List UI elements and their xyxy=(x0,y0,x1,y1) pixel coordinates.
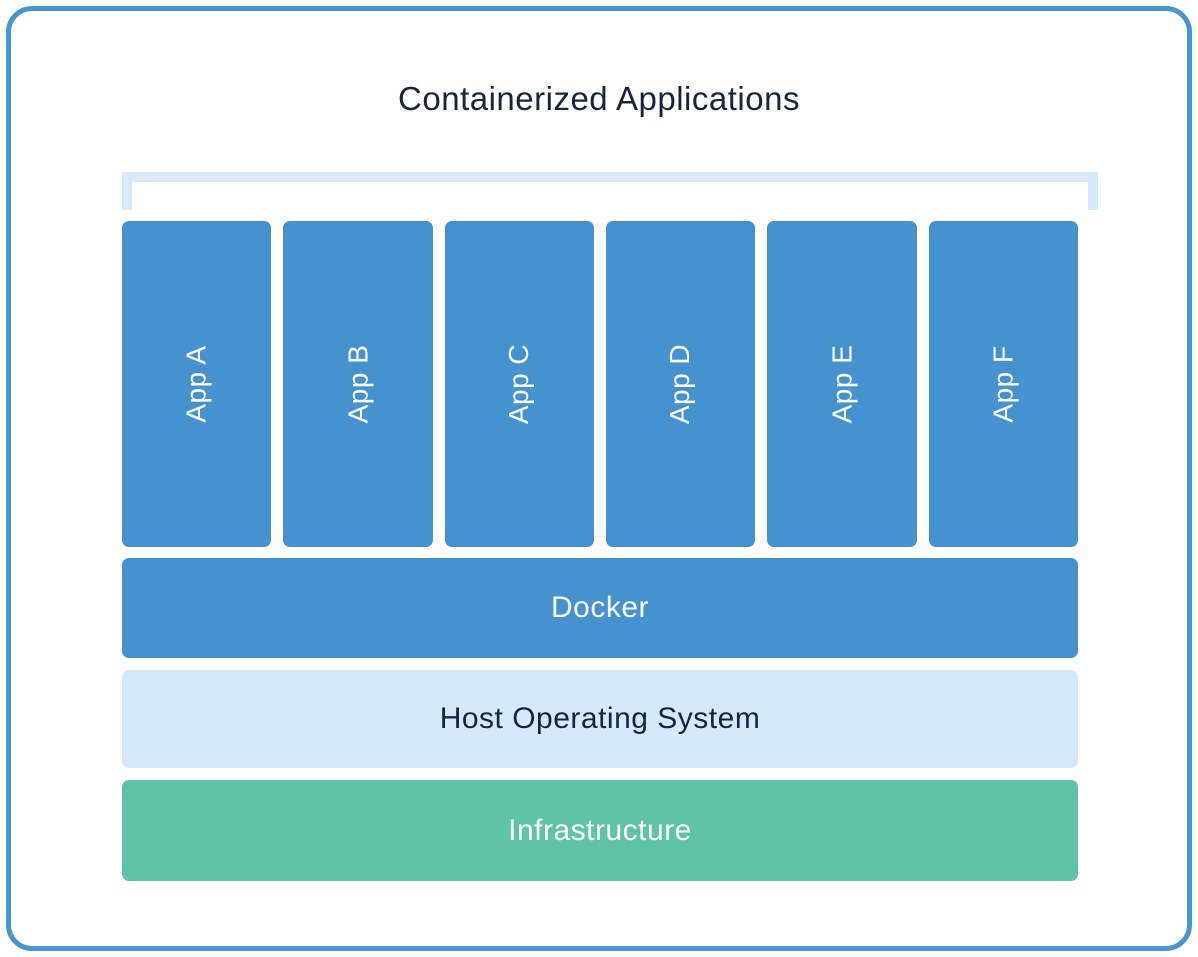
app-container-d: App D xyxy=(605,221,756,547)
apps-group-bracket xyxy=(122,172,1098,210)
app-container-b: App B xyxy=(283,221,433,547)
app-container-a: App A xyxy=(122,221,272,547)
app-container-f: App F xyxy=(928,221,1078,547)
app-label: App D xyxy=(664,343,696,425)
app-container-e: App E xyxy=(767,221,917,547)
infrastructure-layer: Infrastructure xyxy=(122,780,1078,881)
app-label: App F xyxy=(987,345,1019,423)
app-label: App C xyxy=(503,343,535,425)
apps-row: App A App B App C App D App E App F xyxy=(122,221,1078,547)
app-label: App B xyxy=(341,344,373,424)
diagram-title: Containerized Applications xyxy=(398,80,800,117)
app-container-c: App C xyxy=(444,221,594,547)
host-operating-system-layer: Host Operating System xyxy=(122,670,1078,768)
docker-layer: Docker xyxy=(122,558,1078,658)
app-label: App E xyxy=(825,344,857,424)
app-label: App A xyxy=(180,345,212,423)
